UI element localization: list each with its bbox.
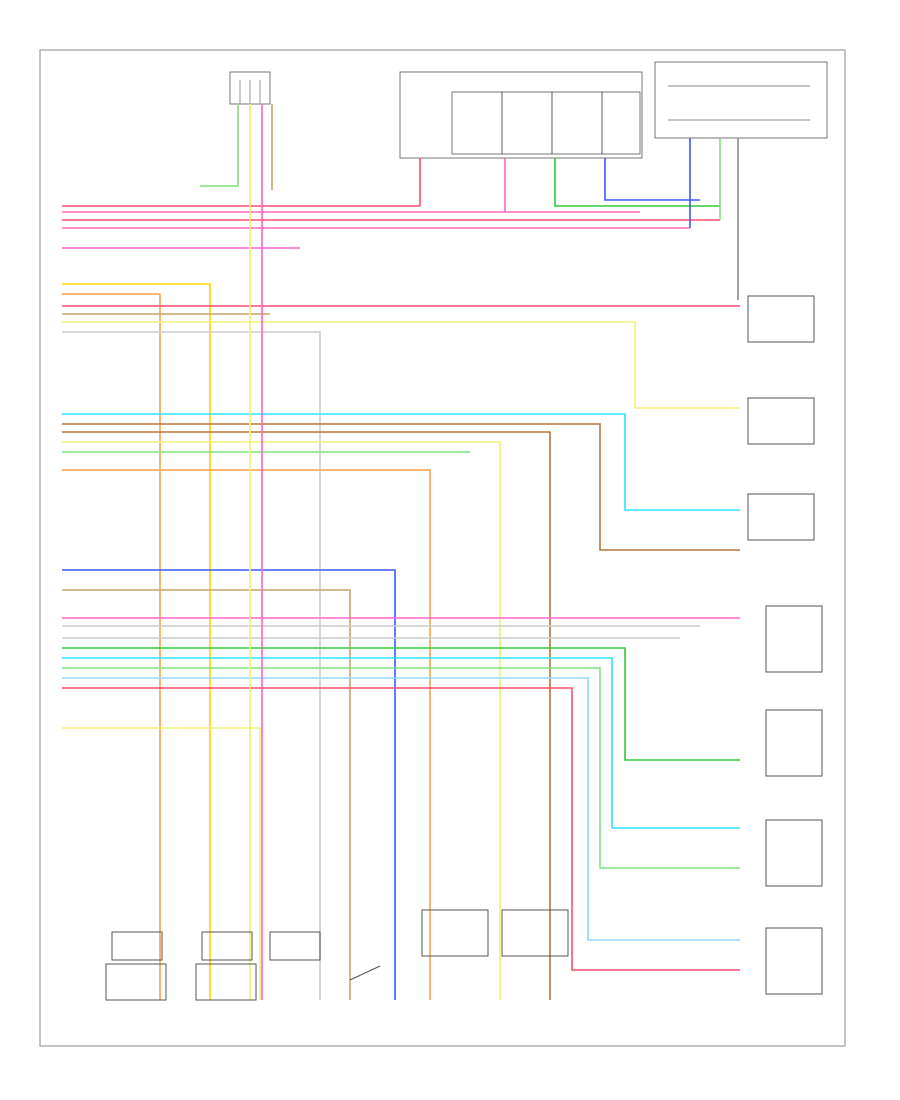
occupant-classification-module	[399, 71, 643, 159]
lr-seatbelt-retractor-pretensioner	[747, 493, 815, 541]
wire-bundle-1	[62, 205, 720, 249]
driver-seat-pretensioner	[105, 931, 167, 1001]
rr-side-airbag	[765, 927, 823, 995]
wire-bundle-2	[62, 283, 740, 1000]
rf-side-airbag	[765, 709, 823, 777]
passenger-seatbelt-switch	[421, 909, 489, 957]
passenger-seat-pretensioner	[195, 931, 257, 1001]
driver-seat-position-sensor	[229, 71, 271, 105]
lr-side-airbag	[765, 819, 823, 887]
wire-bundle-4	[62, 569, 740, 1000]
diagram-frame	[39, 49, 846, 1047]
rf-seatbelt-retractor-pretensioner	[747, 397, 815, 445]
driver-seatbelt-switch	[501, 909, 569, 957]
passenger-presence-module	[654, 61, 828, 139]
passenger-seat-sensor	[269, 931, 321, 961]
top-vertical-wires	[200, 104, 739, 1000]
wire-bundle-3	[62, 413, 740, 1000]
lf-side-airbag	[765, 605, 823, 673]
driver-seat-switch	[349, 965, 381, 981]
lf-seatbelt-retractor-pretensioner	[747, 295, 815, 343]
